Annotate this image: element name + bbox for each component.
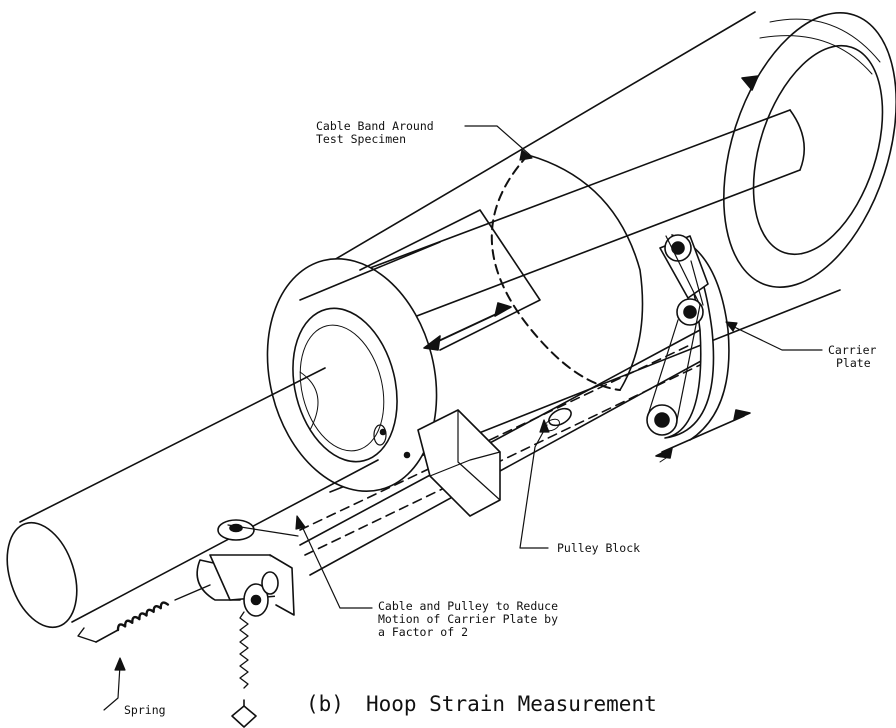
spring-coil	[77, 584, 211, 643]
pulley-block-label-text: Pulley Block	[557, 541, 641, 555]
pulley-block-label: Pulley Block	[557, 542, 640, 555]
hanging-weight	[231, 611, 257, 728]
spring-label-text: Spring	[124, 703, 166, 717]
carrier-plate	[646, 234, 751, 463]
caption-title: Hoop Strain Measurement	[365, 692, 657, 716]
carrier-arrow-left-icon	[655, 447, 673, 459]
carrier-plate-label-line1: Carrier	[828, 343, 877, 357]
cable-pulley-label: Cable and Pulley to Reduce Motion of Car…	[378, 600, 558, 639]
double-arrow-right-icon	[494, 302, 512, 317]
guide-rod	[299, 329, 713, 576]
cable-band-label: Cable Band Around Test Specimen	[316, 120, 434, 146]
cable-pulley-label-line3: a Factor of 2	[378, 625, 469, 639]
cable-pulley-label-line1: Cable and Pulley to Reduce	[378, 599, 559, 613]
support-block	[417, 409, 501, 517]
cable-pulley-label-line2: Motion of Carrier Plate by	[378, 612, 559, 626]
caption-tag: (b)	[306, 692, 344, 716]
spring-label: Spring	[124, 704, 166, 717]
cable-band	[490, 154, 644, 391]
left-shaft	[6, 367, 411, 629]
inner-piston	[359, 209, 541, 351]
pulley-block	[548, 407, 572, 427]
carrier-plate-label-line2: Plate	[836, 356, 871, 370]
pulley-assembly	[196, 519, 299, 617]
carrier-arrow-right-icon	[733, 409, 751, 421]
carrier-plate-label: Carrier Plate	[828, 344, 876, 370]
right-end-cap	[723, 12, 896, 288]
figure-caption: (b) Hoop Strain Measurement	[306, 692, 657, 716]
cable-band-label-line1: Cable Band Around	[316, 119, 434, 133]
double-arrow-left-icon	[423, 335, 441, 351]
rotation-arrow-icon	[741, 75, 759, 91]
cable-band-label-line2: Test Specimen	[316, 132, 407, 146]
leader-lines	[103, 125, 823, 711]
left-end-flange	[266, 241, 441, 493]
